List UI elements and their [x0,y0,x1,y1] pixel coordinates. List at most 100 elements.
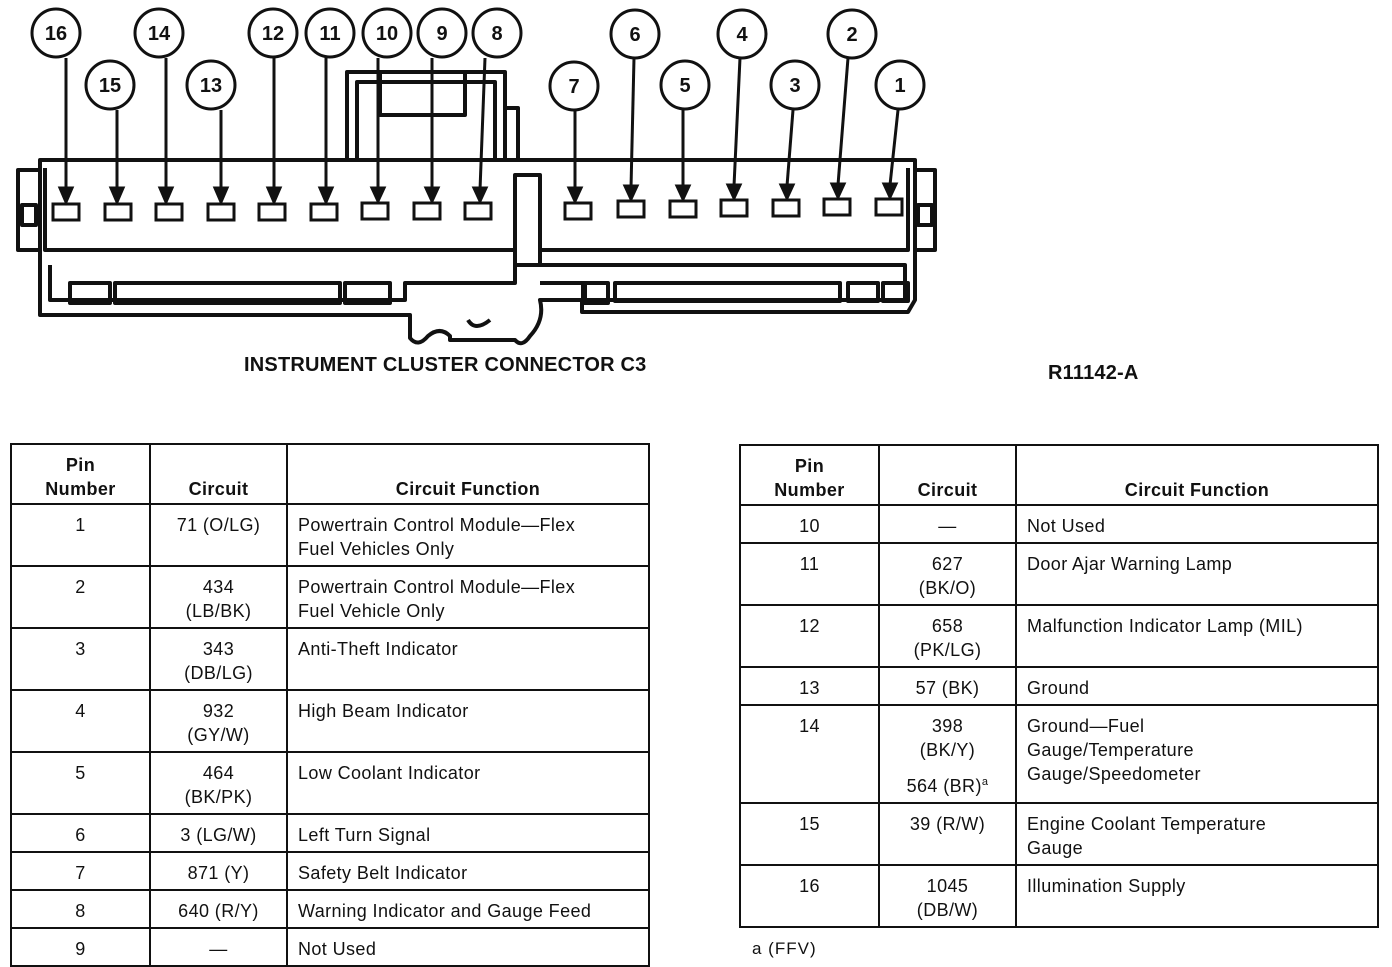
circuit-line: 658 [931,616,964,636]
figure-reference: R11142-A [1048,362,1139,384]
function-line: Malfunction Indicator Lamp (MIL) [1027,616,1303,636]
circuit-line: 932 [202,701,235,721]
callout-pin-9: 9 [436,23,447,45]
cell-pin-number: 11 [739,542,880,606]
cell-circuit-function: Warning Indicator and Gauge Feed [286,889,650,929]
cell-pin-number: 6 [10,813,151,853]
cell-circuit: 627(BK/O) [878,542,1017,606]
pin-terminal-3 [771,198,801,218]
table-row: 3 343 (DB/LG) Anti-Theft Indicator [10,627,650,691]
header-line: Number [774,480,845,500]
cell-pin-number: 8 [10,889,151,929]
function-line: Not Used [298,939,377,959]
header-circuit: Circuit [878,444,1017,506]
circuit-line: (GY/W) [187,725,250,745]
function-line: Powertrain Control Module—Flex [298,577,576,597]
cell-circuit-function: Left Turn Signal [286,813,650,853]
callout-pin-11: 11 [319,23,340,45]
circuit-line: 627 [931,554,964,574]
function-line: Not Used [1027,516,1106,536]
cell-pin-number: 7 [10,851,151,891]
cell-pin-number: 12 [739,604,880,668]
circuit-alt-note: 564 (BR)a [890,770,1005,798]
cell-pin-number: 13 [739,666,880,706]
circuit-line: (DB/LG) [184,663,253,683]
callout-pin-12: 12 [262,23,284,45]
cell-circuit-function: Not Used [1015,504,1379,544]
cell-circuit: 398(BK/Y)564 (BR)a [878,704,1017,804]
function-line: Low Coolant Indicator [298,763,481,783]
callout-pin-5: 5 [679,75,690,97]
cell-circuit: 57 (BK) [878,666,1017,706]
pin-terminal-6 [616,199,646,219]
function-line: Warning Indicator and Gauge Feed [298,901,592,921]
cell-circuit-function: Low Coolant Indicator [286,751,650,815]
cell-circuit-function: Door Ajar Warning Lamp [1015,542,1379,606]
circuit-line: 39 (R/W) [909,814,986,834]
cell-circuit-function: Illumination Supply [1015,864,1379,928]
function-line: Fuel Vehicle Only [298,601,445,621]
callout-circles [30,7,926,112]
function-line: Anti-Theft Indicator [298,639,459,659]
table-row: 9—Not Used [10,927,650,967]
callout-pin-16: 16 [45,23,67,45]
cell-circuit: 640 (R/Y) [149,889,288,929]
pin-terminal-16 [51,202,81,222]
function-line: Left Turn Signal [298,825,431,845]
connector-body [16,70,937,346]
pin-terminal-11 [309,202,339,222]
pin-terminals [51,197,904,222]
header-line: Pin [65,455,96,475]
pin-terminal-9 [412,201,442,221]
table-row: 10—Not Used [739,504,1379,544]
function-line: Ground—Fuel [1027,716,1145,736]
callout-pin-8: 8 [491,23,502,45]
cell-circuit: 464(BK/PK) [149,751,288,815]
pin-terminal-1 [874,197,904,217]
connector-diagram: 16 15 14 13 12 11 10 9 8 7 6 5 4 3 2 1 [16,7,937,346]
cell-pin-number: 10 [739,504,880,544]
function-line: Door Ajar Warning Lamp [1027,554,1233,574]
cell-circuit-function: Malfunction Indicator Lamp (MIL) [1015,604,1379,668]
pin-terminal-13 [206,202,236,222]
callout-leaders [57,57,900,206]
cell-pin-number: 4 [10,689,151,753]
function-line: Engine Coolant Temperature [1027,814,1267,834]
circuit-line: (LB/BK) [185,601,252,621]
cell-circuit: 434(LB/BK) [149,565,288,629]
callout-pin-2: 2 [846,24,857,46]
pin-terminal-10 [360,201,390,221]
cell-circuit-function: Anti-Theft Indicator [286,627,650,691]
circuit-line: 343 [202,639,235,659]
callout-pin-15: 15 [99,75,121,97]
callout-pin-6: 6 [629,24,640,46]
header-line: Pin [794,456,825,476]
cell-circuit: 3 (LG/W) [149,813,288,853]
cell-circuit-function: Ground [1015,666,1379,706]
pin-terminal-14 [154,202,184,222]
cell-circuit: 871 (Y) [149,851,288,891]
callout-pin-13: 13 [200,75,222,97]
pin-terminal-12 [257,202,287,222]
callout-pin-3: 3 [789,75,800,97]
cell-circuit: 1045(DB/W) [878,864,1017,928]
footnote-marker: a [981,776,989,788]
pin-terminal-8 [463,201,493,221]
cell-pin-number: 3 [10,627,151,691]
